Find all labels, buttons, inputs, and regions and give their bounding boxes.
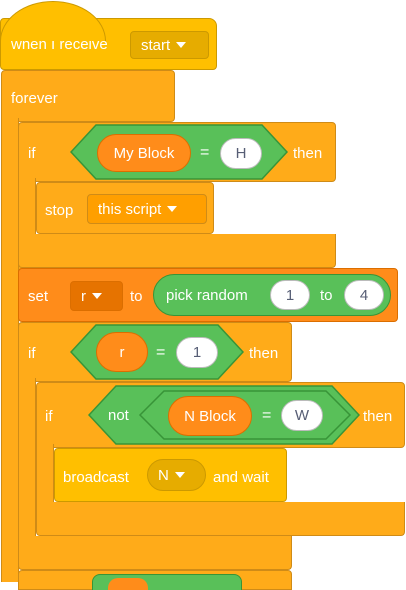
not-label: not bbox=[108, 407, 129, 424]
hat-cap bbox=[0, 1, 106, 41]
broadcast-and-wait-block[interactable]: broadcast N and wait bbox=[54, 448, 287, 502]
if-2-bottom bbox=[18, 536, 292, 570]
and-wait-label: and wait bbox=[213, 469, 269, 486]
equals-sign: = bbox=[156, 344, 166, 361]
stop-label: stop bbox=[45, 202, 74, 219]
chevron-down-icon bbox=[167, 206, 178, 212]
then-label: then bbox=[363, 408, 393, 425]
reporter-partial bbox=[108, 578, 148, 590]
if-1-bottom bbox=[18, 234, 336, 268]
stop-option-dropdown[interactable]: this script bbox=[87, 194, 207, 224]
value-input-h[interactable]: H bbox=[220, 138, 262, 169]
random-to-input[interactable]: 4 bbox=[344, 280, 384, 310]
n-block-reporter[interactable]: N Block bbox=[168, 396, 252, 436]
message-dropdown[interactable]: start bbox=[130, 31, 209, 59]
broadcast-message-dropdown[interactable]: N bbox=[147, 459, 206, 491]
value-input-w[interactable]: W bbox=[281, 400, 323, 431]
my-block-reporter[interactable]: My Block bbox=[97, 134, 191, 172]
if-3-arm bbox=[36, 444, 54, 504]
forever-label: forever bbox=[11, 90, 58, 107]
equals-sign: = bbox=[200, 144, 210, 161]
broadcast-label: broadcast bbox=[63, 469, 129, 486]
r-variable-reporter[interactable]: r bbox=[96, 332, 148, 372]
to-label: to bbox=[130, 288, 143, 305]
pick-random-label: pick random bbox=[166, 287, 248, 304]
then-label: then bbox=[293, 145, 323, 162]
chevron-down-icon bbox=[174, 472, 185, 478]
equals-sign: = bbox=[262, 407, 272, 424]
chevron-down-icon bbox=[92, 293, 102, 299]
message-value: start bbox=[141, 36, 171, 54]
variable-dropdown[interactable]: r bbox=[70, 281, 123, 311]
if-label: if bbox=[45, 408, 53, 425]
if-3-bottom bbox=[36, 502, 405, 536]
random-to-label: to bbox=[320, 287, 333, 304]
forever-block[interactable]: forever bbox=[1, 70, 175, 122]
variable-value: r bbox=[81, 287, 86, 305]
value-input-1[interactable]: 1 bbox=[176, 337, 218, 368]
if-label: if bbox=[28, 345, 36, 362]
forever-arm bbox=[1, 118, 19, 582]
if-label: if bbox=[28, 145, 36, 162]
stop-block[interactable]: stop this script bbox=[36, 182, 214, 234]
broadcast-message-value: N bbox=[158, 466, 169, 484]
set-label: set bbox=[28, 288, 49, 305]
chevron-down-icon bbox=[176, 42, 187, 48]
random-from-input[interactable]: 1 bbox=[270, 280, 310, 310]
stop-option-value: this script bbox=[98, 200, 162, 218]
pick-random-operator[interactable]: pick random 1 to 4 bbox=[153, 274, 391, 316]
if-2-arm bbox=[18, 378, 36, 540]
then-label: then bbox=[249, 345, 279, 362]
